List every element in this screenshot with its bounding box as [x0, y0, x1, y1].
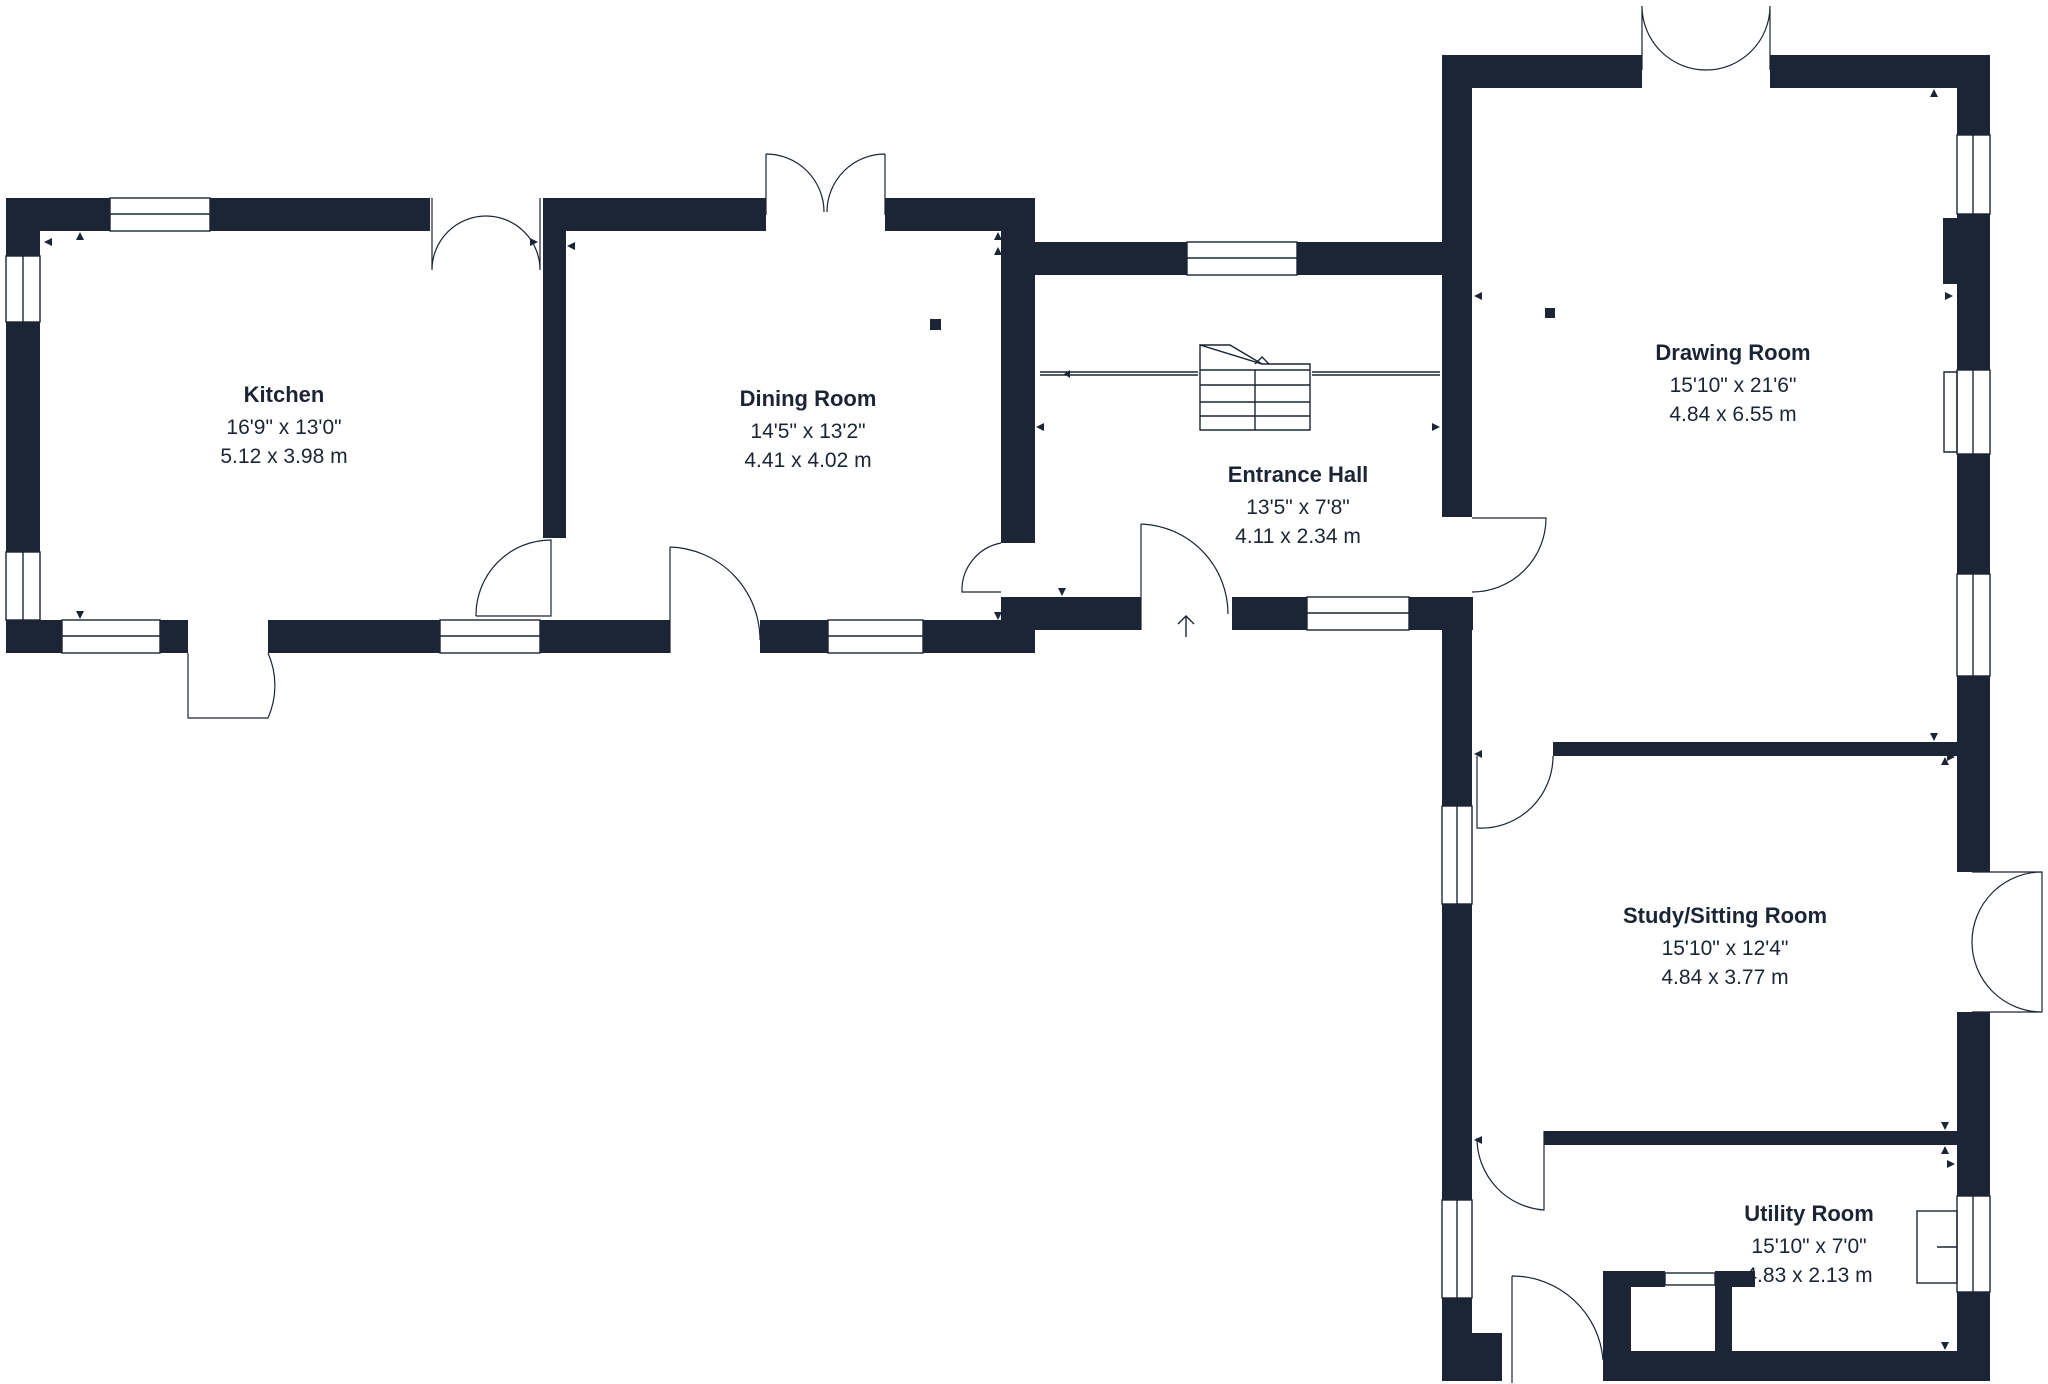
drawing-name: Drawing Room	[1655, 340, 1810, 365]
drawing-column-icon	[1545, 308, 1555, 318]
kitchen-double-door-icon	[431, 198, 541, 271]
dining-double-door-icon	[765, 153, 886, 215]
study-imperial: 15'10" x 12'4"	[1662, 937, 1789, 960]
dining-column-icon	[930, 319, 941, 330]
kitchen-imperial: 16'9" x 13'0"	[226, 416, 341, 439]
utility-door-icon	[1476, 1131, 1545, 1211]
hall-drawing-door-icon	[1471, 517, 1547, 593]
dining-bottom-door-icon	[669, 546, 761, 653]
utility-metric: 4.83 x 2.13 m	[1745, 1264, 1872, 1287]
utility-exterior-door-icon	[1511, 1275, 1604, 1383]
walls	[6, 55, 1990, 1381]
dining-metric: 4.41 x 4.02 m	[744, 449, 871, 472]
doors	[187, 5, 2043, 1383]
study-metric: 4.84 x 3.77 m	[1661, 966, 1788, 989]
measurement-markers	[44, 89, 1955, 1350]
drawing-imperial: 15'10" x 21'6"	[1670, 374, 1797, 397]
hall-imperial: 13'5" x 7'8"	[1246, 496, 1350, 519]
kitchen-name: Kitchen	[244, 382, 325, 407]
fireplace-icon	[1943, 371, 1958, 453]
windows	[5, 134, 1991, 1299]
fixtures	[930, 308, 1958, 1284]
room-label-dining: Dining Room 14'5" x 13'2" 4.41 x 4.02 m	[740, 386, 877, 472]
drawing-metric: 4.84 x 6.55 m	[1669, 403, 1796, 426]
drawing-double-door-icon	[1641, 5, 1771, 71]
staircase-icon	[1040, 344, 1440, 431]
hall-name: Entrance Hall	[1228, 462, 1369, 487]
dining-hall-door-icon	[961, 542, 1002, 593]
utility-name: Utility Room	[1744, 1201, 1874, 1226]
room-label-kitchen: Kitchen 16'9" x 13'0" 5.12 x 3.98 m	[220, 382, 347, 468]
hall-metric: 4.11 x 2.34 m	[1235, 525, 1361, 548]
kitchen-metric: 5.12 x 3.98 m	[220, 445, 347, 468]
study-door-icon	[1476, 755, 1554, 829]
entrance-arrow-icon	[1177, 615, 1195, 637]
room-label-hall: Entrance Hall 13'5" x 7'8" 4.11 x 2.34 m	[1228, 462, 1369, 548]
kitchen-dining-door-icon	[475, 539, 552, 617]
dining-imperial: 14'5" x 13'2"	[750, 420, 865, 443]
utility-imperial: 15'10" x 7'0"	[1751, 1235, 1866, 1258]
room-label-study: Study/Sitting Room 15'10" x 12'4" 4.84 x…	[1623, 903, 1827, 989]
study-double-door-icon	[1971, 871, 2043, 1013]
study-name: Study/Sitting Room	[1623, 903, 1827, 928]
front-door-icon	[1140, 523, 1229, 630]
room-label-drawing: Drawing Room 15'10" x 21'6" 4.84 x 6.55 …	[1655, 340, 1810, 426]
room-label-utility: Utility Room 15'10" x 7'0" 4.83 x 2.13 m	[1744, 1201, 1874, 1287]
kitchen-exterior-door-icon	[187, 652, 276, 719]
dining-name: Dining Room	[740, 386, 877, 411]
